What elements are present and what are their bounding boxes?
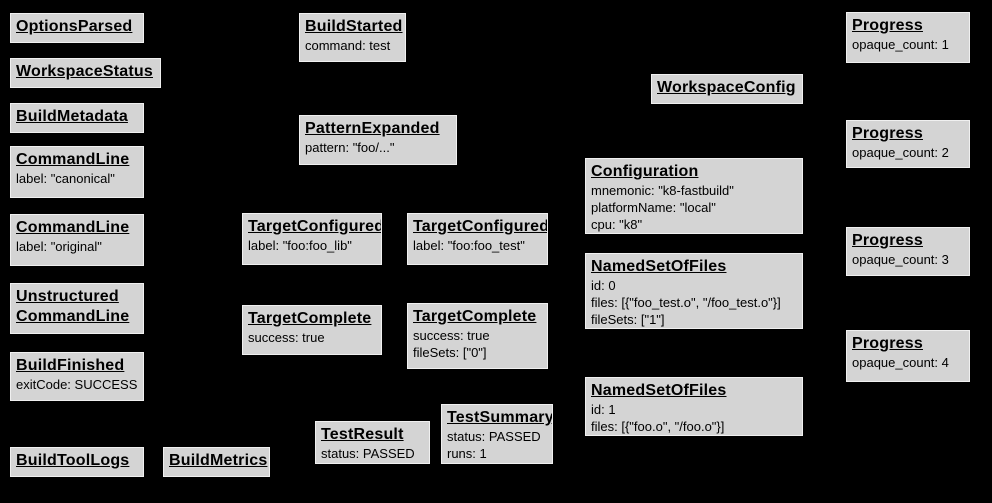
event-node-patternexpanded: PatternExpanded pattern: "foo/...": [299, 115, 457, 165]
node-field: pattern: "foo/...": [305, 140, 395, 155]
event-node-buildmetadata: BuildMetadata: [10, 103, 144, 133]
node-field: fileSets: ["1"]: [591, 312, 665, 327]
node-title: CommandLine: [16, 151, 130, 168]
node-field: id: 1: [591, 402, 616, 417]
node-title: Progress: [852, 232, 923, 249]
node-field: opaque_count: 3: [852, 252, 949, 267]
node-field: files: [{"foo.o", "/foo.o"}]: [591, 419, 725, 434]
event-node-commandline-original: CommandLine label: "original": [10, 214, 144, 266]
node-title: Configuration: [591, 163, 699, 180]
node-title: TargetComplete: [413, 308, 537, 325]
node-field: opaque_count: 1: [852, 37, 949, 52]
event-node-buildstarted: BuildStarted command: test: [299, 13, 406, 62]
node-title: TestSummary: [447, 409, 553, 426]
node-title: TestResult: [321, 426, 404, 443]
node-title: Progress: [852, 125, 923, 142]
node-field: exitCode: SUCCESS: [16, 377, 138, 392]
node-field: label: "foo:foo_test": [413, 238, 525, 253]
event-node-optionsparsed: OptionsParsed: [10, 13, 144, 43]
event-node-workspacestatus: WorkspaceStatus: [10, 58, 161, 88]
event-node-progress-4: Progress opaque_count: 4: [846, 330, 970, 382]
node-field: opaque_count: 2: [852, 145, 949, 160]
event-node-targetconfigured-foo-test: TargetConfigured label: "foo:foo_test": [407, 213, 548, 265]
node-field: files: [{"foo_test.o", "/foo_test.o"}]: [591, 295, 781, 310]
node-field: success: true: [413, 328, 490, 343]
node-field: fileSets: ["0"]: [413, 345, 487, 360]
event-node-targetconfigured-foo-lib: TargetConfigured label: "foo:foo_lib": [242, 213, 382, 265]
node-field: mnemonic: "k8-fastbuild": [591, 183, 734, 198]
event-node-testresult: TestResult status: PASSED: [315, 421, 430, 464]
node-title: NamedSetOfFiles: [591, 258, 727, 275]
event-node-configuration: Configuration mnemonic: "k8-fastbuild" p…: [585, 158, 803, 234]
node-title: Unstructured CommandLine: [16, 288, 130, 325]
event-node-targetcomplete-foo-test: TargetComplete success: true fileSets: […: [407, 303, 548, 369]
node-field: label: "canonical": [16, 171, 115, 186]
node-title: PatternExpanded: [305, 120, 440, 137]
node-title: BuildToolLogs: [16, 452, 130, 469]
node-title: CommandLine: [16, 219, 130, 236]
node-title: BuildMetrics: [169, 452, 268, 469]
node-field: cpu: "k8": [591, 217, 643, 232]
event-node-buildmetrics: BuildMetrics: [163, 447, 270, 477]
node-field: opaque_count: 4: [852, 355, 949, 370]
node-title: WorkspaceStatus: [16, 63, 153, 80]
node-title: OptionsParsed: [16, 18, 133, 35]
node-field: status: PASSED: [321, 446, 415, 461]
node-field: id: 0: [591, 278, 616, 293]
event-node-unstructuredcommandline: Unstructured CommandLine: [10, 283, 144, 334]
event-node-commandline-canonical: CommandLine label: "canonical": [10, 146, 144, 198]
node-title: WorkspaceConfig: [657, 79, 796, 96]
node-title: BuildMetadata: [16, 108, 128, 125]
node-field: runs: 1: [447, 446, 487, 461]
event-node-targetcomplete-foo-lib: TargetComplete success: true: [242, 305, 382, 355]
event-node-testsummary: TestSummary status: PASSED runs: 1: [441, 404, 553, 464]
event-node-progress-2: Progress opaque_count: 2: [846, 120, 970, 168]
node-title: NamedSetOfFiles: [591, 382, 727, 399]
node-title: BuildStarted: [305, 18, 403, 35]
node-field: label: "original": [16, 239, 102, 254]
event-node-namedsetoffiles-1: NamedSetOfFiles id: 1 files: [{"foo.o", …: [585, 377, 803, 436]
node-title: TargetConfigured: [413, 218, 548, 235]
event-node-buildtoollogs: BuildToolLogs: [10, 447, 144, 477]
event-node-progress-1: Progress opaque_count: 1: [846, 12, 970, 63]
node-title: TargetConfigured: [248, 218, 382, 235]
event-node-workspaceconfig: WorkspaceConfig: [651, 74, 803, 104]
node-field: command: test: [305, 38, 391, 53]
node-title: Progress: [852, 335, 923, 352]
node-title: TargetComplete: [248, 310, 372, 327]
node-field: status: PASSED: [447, 429, 541, 444]
node-field: label: "foo:foo_lib": [248, 238, 352, 253]
node-field: platformName: "local": [591, 200, 716, 215]
node-title: Progress: [852, 17, 923, 34]
event-node-buildfinished: BuildFinished exitCode: SUCCESS: [10, 352, 144, 401]
event-node-namedsetoffiles-0: NamedSetOfFiles id: 0 files: [{"foo_test…: [585, 253, 803, 329]
event-node-progress-3: Progress opaque_count: 3: [846, 227, 970, 276]
node-field: success: true: [248, 330, 325, 345]
node-title: BuildFinished: [16, 357, 125, 374]
